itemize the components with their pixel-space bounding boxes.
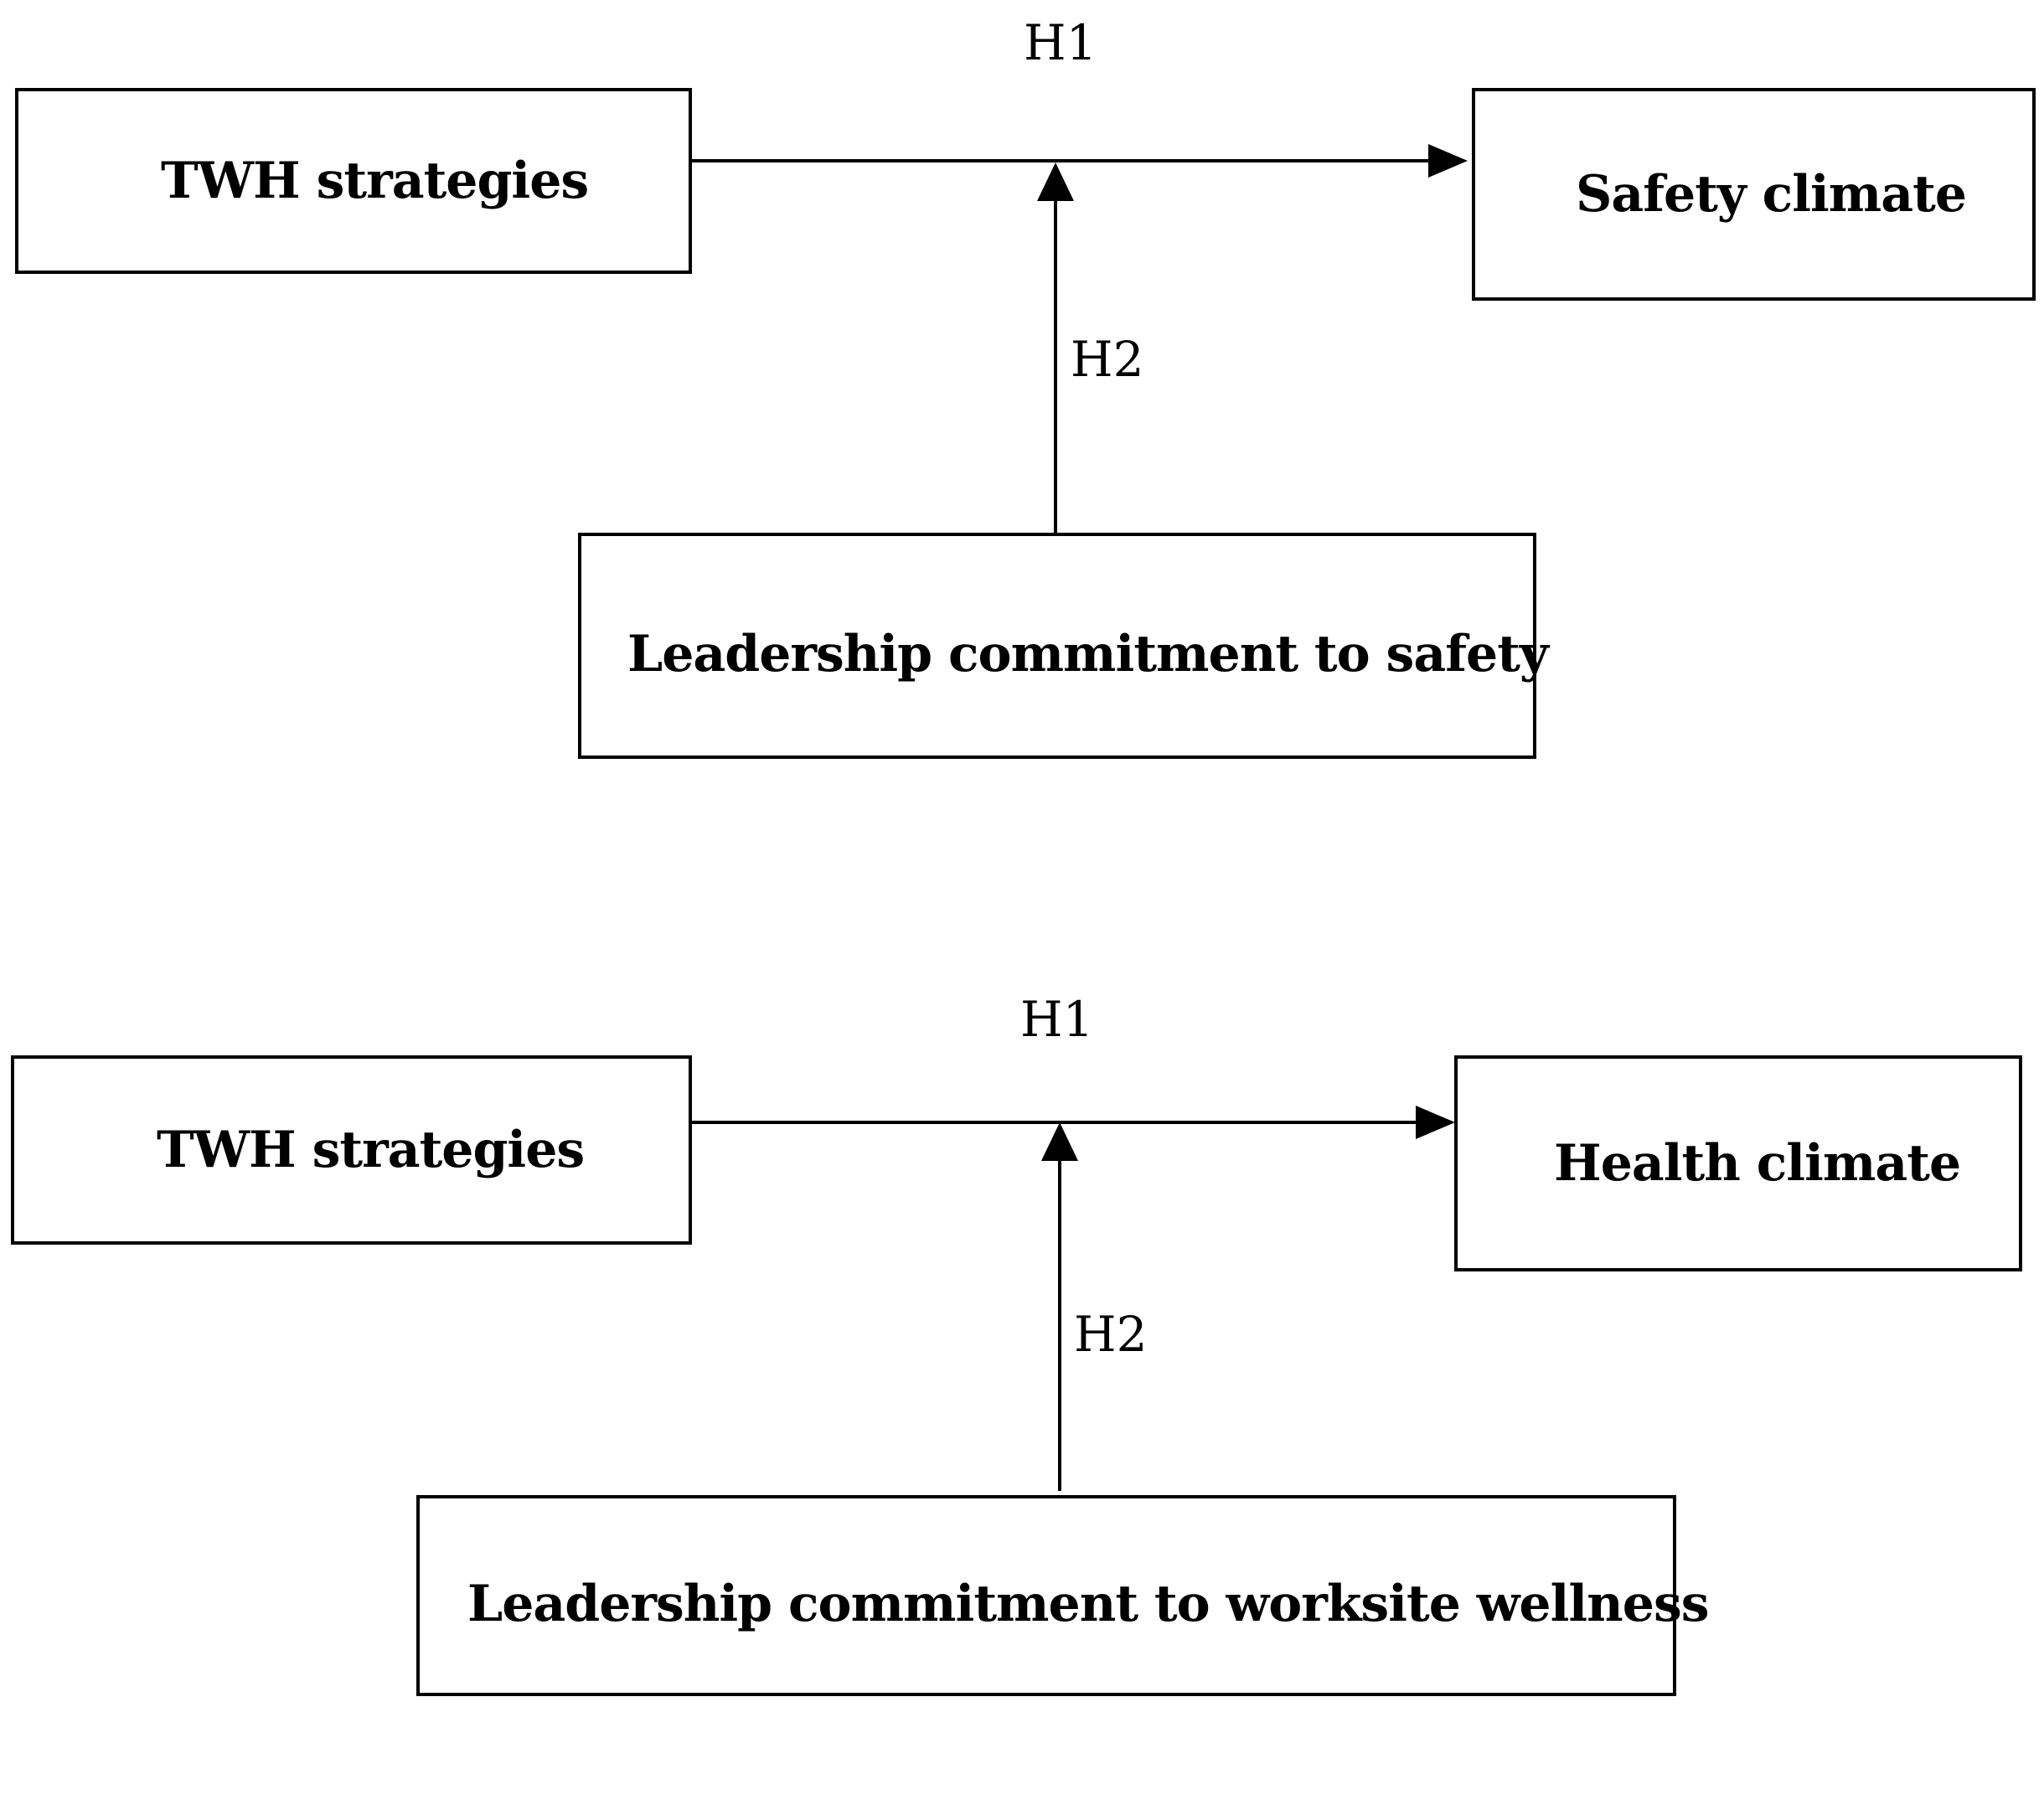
h1-label: H1 xyxy=(1024,14,1097,71)
twh-strategies-label: TWH strategies xyxy=(157,1121,585,1179)
twh-strategies-box: TWH strategies xyxy=(11,1055,692,1245)
health-climate-box: Health climate xyxy=(1454,1055,2022,1271)
leadership-safety-label: Leadership commitment to safety xyxy=(627,625,1549,683)
h1-arrowhead xyxy=(1428,144,1468,178)
health-climate-model: H1 H2 TWH strategies Health climate Lead… xyxy=(0,955,2044,1805)
twh-strategies-box: TWH strategies xyxy=(15,88,692,274)
leadership-safety-box: Leadership commitment to safety xyxy=(578,533,1549,759)
safety-climate-model: H1 H2 TWH strategies Safety climate Lead… xyxy=(0,0,2044,850)
twh-strategies-label: TWH strategies xyxy=(161,152,589,210)
h2-arrowhead xyxy=(1041,1122,1078,1161)
health-climate-label: Health climate xyxy=(1554,1134,1961,1193)
h2-label: H2 xyxy=(1071,331,1144,388)
h2-arrowhead xyxy=(1037,162,1074,201)
safety-climate-label: Safety climate xyxy=(1576,165,1967,224)
leadership-wellness-box: Leadership commitment to worksite wellne… xyxy=(416,1495,1710,1696)
h1-label: H1 xyxy=(1020,991,1094,1048)
safety-climate-box: Safety climate xyxy=(1472,88,2036,301)
h2-label: H2 xyxy=(1074,1306,1148,1363)
health-model-arrows xyxy=(683,1106,1455,1491)
leadership-wellness-label: Leadership commitment to worksite wellne… xyxy=(467,1575,1710,1633)
h1-arrowhead xyxy=(1416,1106,1455,1139)
safety-model-arrows xyxy=(689,144,1468,533)
